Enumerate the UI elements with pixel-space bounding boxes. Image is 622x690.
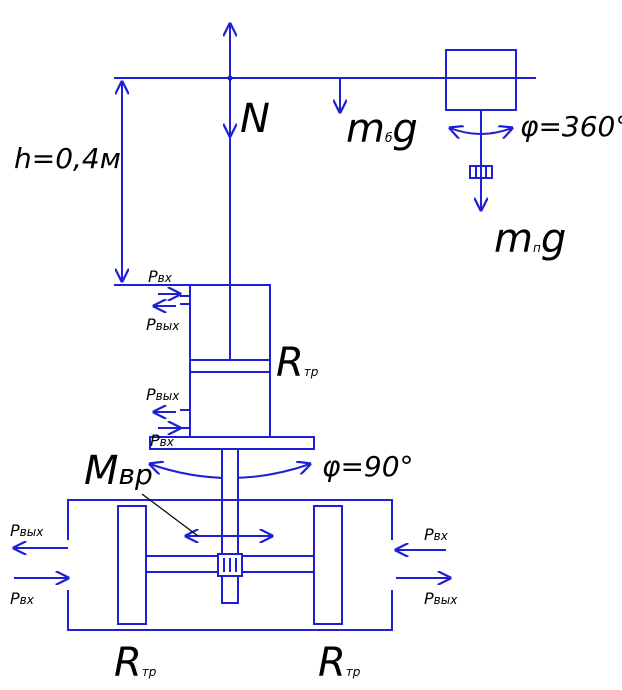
friction-upper-r: R [276, 340, 304, 386]
lower-left-in-label: Pвх [10, 589, 35, 608]
torque-leader [141, 493, 199, 537]
beam-pivot [227, 75, 233, 81]
friction-lower-left-sub: тр [142, 665, 157, 679]
port-label-in-2-sub: вх [160, 435, 175, 449]
load-weight-label: mпg [494, 216, 566, 262]
port-label-out-1-p: P [146, 315, 156, 334]
friction-lower-left-r: R [114, 640, 142, 686]
port-label-in-2-p: P [150, 431, 160, 450]
friction-upper-sub: тр [304, 365, 319, 379]
phi-90-label: φ=90° [322, 450, 414, 483]
load-weight-sub: п [533, 241, 541, 255]
lower-right-out-p: P [424, 589, 434, 608]
lower-right-in-label: Pвх [424, 525, 449, 544]
friction-label-lower-right: Rтр [318, 640, 361, 686]
port-label-in-2: Pвх [150, 431, 175, 450]
beam-weight-m: m [346, 106, 385, 152]
friction-label-lower-left: Rтр [114, 640, 157, 686]
friction-label-upper: Rтр [276, 340, 319, 386]
right-piston [313, 505, 343, 625]
torque-m: M [84, 448, 119, 494]
height-label: h=0,4м [14, 142, 121, 175]
torque-label: Mвр [84, 448, 153, 494]
beam-weight-g: g [392, 106, 417, 152]
lower-left-in-sub: вх [20, 593, 35, 607]
left-piston [117, 505, 147, 625]
lower-shaft [221, 448, 239, 604]
port-label-in-1-sub: вх [158, 271, 173, 285]
torque-sub: вр [119, 458, 153, 491]
lower-left-out-label: Pвых [10, 521, 44, 540]
port-label-out-2-p: P [146, 385, 156, 404]
beam-weight-label: mбg [346, 106, 418, 152]
port-label-out-2: Pвых [146, 385, 180, 404]
friction-lower-right-sub: тр [346, 665, 361, 679]
friction-lower-right-r: R [318, 640, 346, 686]
port-label-in-1: Pвх [148, 267, 173, 286]
port-label-out-1: Pвых [146, 315, 180, 334]
lower-housing [67, 499, 393, 631]
port-label-in-1-p: P [148, 267, 158, 286]
normal-force-label: N [240, 96, 270, 142]
load-box [445, 49, 517, 111]
load-weight-g: g [541, 216, 566, 262]
cylinder-flange [149, 436, 315, 450]
port-label-out-1-sub: вых [156, 319, 181, 333]
lower-left-in-p: P [10, 589, 20, 608]
lower-left-out-p: P [10, 521, 20, 540]
port-label-out-2-sub: вых [156, 389, 181, 403]
lower-right-out-sub: вых [434, 593, 459, 607]
beam-weight-sub: б [385, 131, 393, 145]
load-weight-m: m [494, 216, 533, 262]
lower-left-out-sub: вых [20, 525, 45, 539]
rotation-arrow-360 [450, 128, 512, 134]
lower-right-in-p: P [424, 525, 434, 544]
phi-360-label: φ=360° [520, 110, 622, 143]
lower-right-out-label: Pвых [424, 589, 458, 608]
lower-right-in-sub: вх [434, 529, 449, 543]
